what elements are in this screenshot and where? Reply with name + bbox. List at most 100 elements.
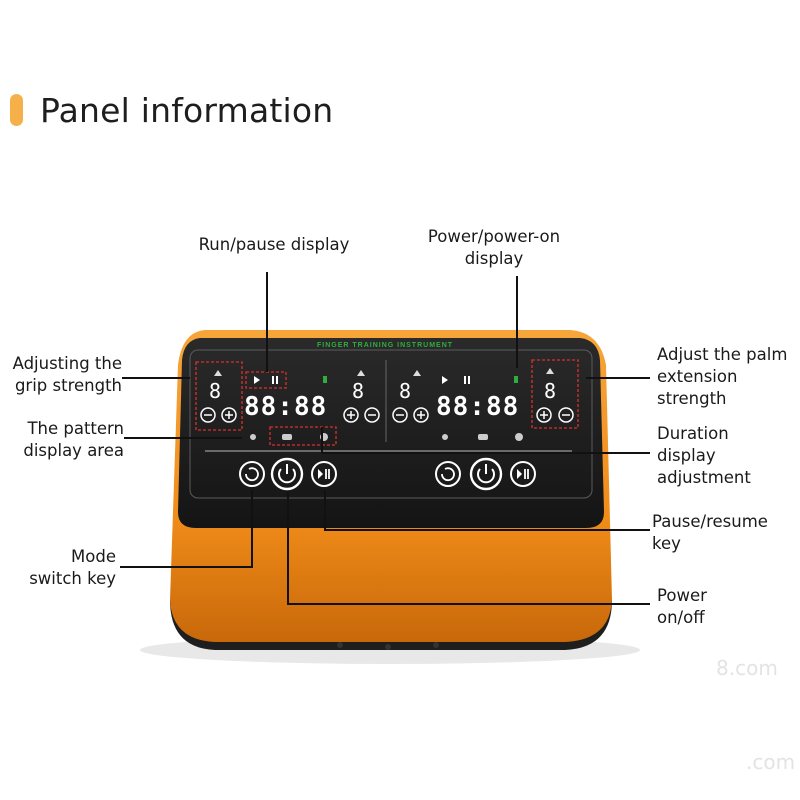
power-indicator (514, 376, 518, 383)
pause-icon (272, 376, 274, 384)
label-duration: Duration display adjustment (657, 423, 797, 489)
pattern-icon (282, 434, 292, 440)
leader-mode-switch (120, 490, 253, 568)
plus-icon (417, 411, 425, 419)
mode-switch-button[interactable] (239, 461, 265, 487)
control-panel (178, 338, 604, 528)
grip-strength-highlight (195, 361, 243, 431)
palm-strength-highlight (531, 359, 579, 429)
label-palm-extension: Adjust the palm extension strength (657, 344, 797, 410)
title-accent-bar (10, 94, 23, 126)
pattern-highlight (269, 426, 337, 446)
minus-button-icon[interactable] (558, 407, 574, 423)
palm-digit-right: 8 (544, 379, 556, 403)
leader-power (287, 492, 650, 605)
label-duration-line3: adjustment (657, 468, 751, 487)
power-button-right[interactable] (469, 457, 503, 491)
label-palm-line2: extension (657, 367, 738, 386)
label-palm-line1: Adjust the palm (657, 345, 788, 364)
pause-bars-icon (524, 469, 529, 479)
right-display: 8 88:88 8 (392, 359, 579, 441)
leader-duration (321, 427, 650, 454)
pattern-icon (442, 434, 448, 440)
label-power-display-line2: display (464, 249, 524, 268)
pause-resume-button[interactable] (311, 461, 337, 487)
label-pattern-line2: display area (23, 441, 124, 460)
pause-icon (468, 376, 470, 384)
pause-bars-icon (325, 469, 330, 479)
palm-digit: 8 (352, 379, 364, 403)
time-display-right: 88:88 (436, 392, 519, 422)
pause-icon (276, 376, 278, 384)
label-pattern-area: The pattern display area (6, 418, 124, 462)
label-mode-line1: Mode (71, 547, 116, 566)
mode-icon (245, 467, 259, 482)
watermark-text: 8.com (716, 656, 778, 680)
time-display: 88:88 (244, 392, 327, 422)
brand-text: FINGER TRAINING INSTRUMENT (317, 342, 453, 349)
title-area: Panel information (10, 86, 333, 134)
minus-button-icon[interactable] (364, 407, 380, 423)
grip-digit: 8 (209, 379, 221, 403)
power-icon (278, 468, 296, 484)
left-button-row (239, 457, 337, 491)
label-pause-resume-line1: Pause/resume (652, 512, 768, 531)
panel-frame (189, 349, 593, 499)
palm-icon (357, 370, 365, 376)
page-title: Panel information (40, 90, 334, 130)
mode-switch-button-right[interactable] (435, 461, 461, 487)
minus-button-icon[interactable] (392, 407, 408, 423)
label-grip-line1: Adjusting the (12, 354, 122, 373)
plus-icon (225, 411, 233, 419)
plus-button-icon[interactable] (536, 407, 552, 423)
play-icon (442, 376, 448, 384)
foot-dot (337, 642, 343, 648)
play-icon (254, 376, 260, 384)
label-grip-strength: Adjusting the grip strength (6, 353, 122, 397)
label-power: Power on/off (657, 585, 777, 629)
play-pause-icon (517, 469, 522, 479)
play-pause-icon (318, 469, 323, 479)
pause-resume-button-right[interactable] (510, 461, 536, 487)
label-power-line1: Power (657, 586, 707, 605)
power-icon (477, 468, 495, 484)
label-duration-line2: display (657, 446, 716, 465)
right-button-row (435, 457, 536, 491)
pattern-icon (250, 434, 256, 440)
power-button[interactable] (270, 457, 304, 491)
watermark-text: .com (746, 750, 796, 774)
hand-icon (413, 370, 421, 376)
label-mode-line2: switch key (29, 569, 116, 588)
power-indicator (323, 376, 327, 383)
label-grip-line2: grip strength (14, 376, 122, 395)
hand-icon (214, 370, 222, 376)
foot-dot (433, 642, 439, 648)
plus-icon (347, 411, 355, 419)
pattern-icon (515, 433, 523, 441)
foot-dot (385, 644, 391, 650)
plus-button-icon[interactable] (343, 407, 359, 423)
palm-icon (546, 368, 554, 374)
leader-pause-resume (324, 490, 650, 531)
plus-icon (540, 411, 548, 419)
pattern-icon (478, 434, 488, 440)
minus-button-icon[interactable] (200, 407, 216, 423)
label-run-pause: Run/pause display (198, 235, 350, 254)
grip-digit-right: 8 (399, 379, 411, 403)
left-display: 8 8 88:88 (195, 361, 380, 446)
label-power-display: Power/power-on display (414, 226, 574, 270)
label-palm-line3: strength (657, 389, 727, 408)
pause-icon (464, 376, 466, 384)
plus-button-icon[interactable] (221, 407, 237, 423)
mode-icon (441, 467, 455, 482)
label-pause-resume-line2: key (652, 534, 681, 553)
label-duration-line1: Duration (657, 424, 729, 443)
plus-button-icon[interactable] (413, 407, 429, 423)
label-power-display-line1: Power/power-on (427, 227, 561, 246)
label-pause-resume: Pause/resume key (652, 511, 792, 555)
label-mode-switch: Mode switch key (6, 546, 116, 590)
label-pattern-line1: The pattern (27, 419, 124, 438)
callout-lines (120, 272, 650, 605)
label-power-line2: on/off (657, 608, 705, 627)
